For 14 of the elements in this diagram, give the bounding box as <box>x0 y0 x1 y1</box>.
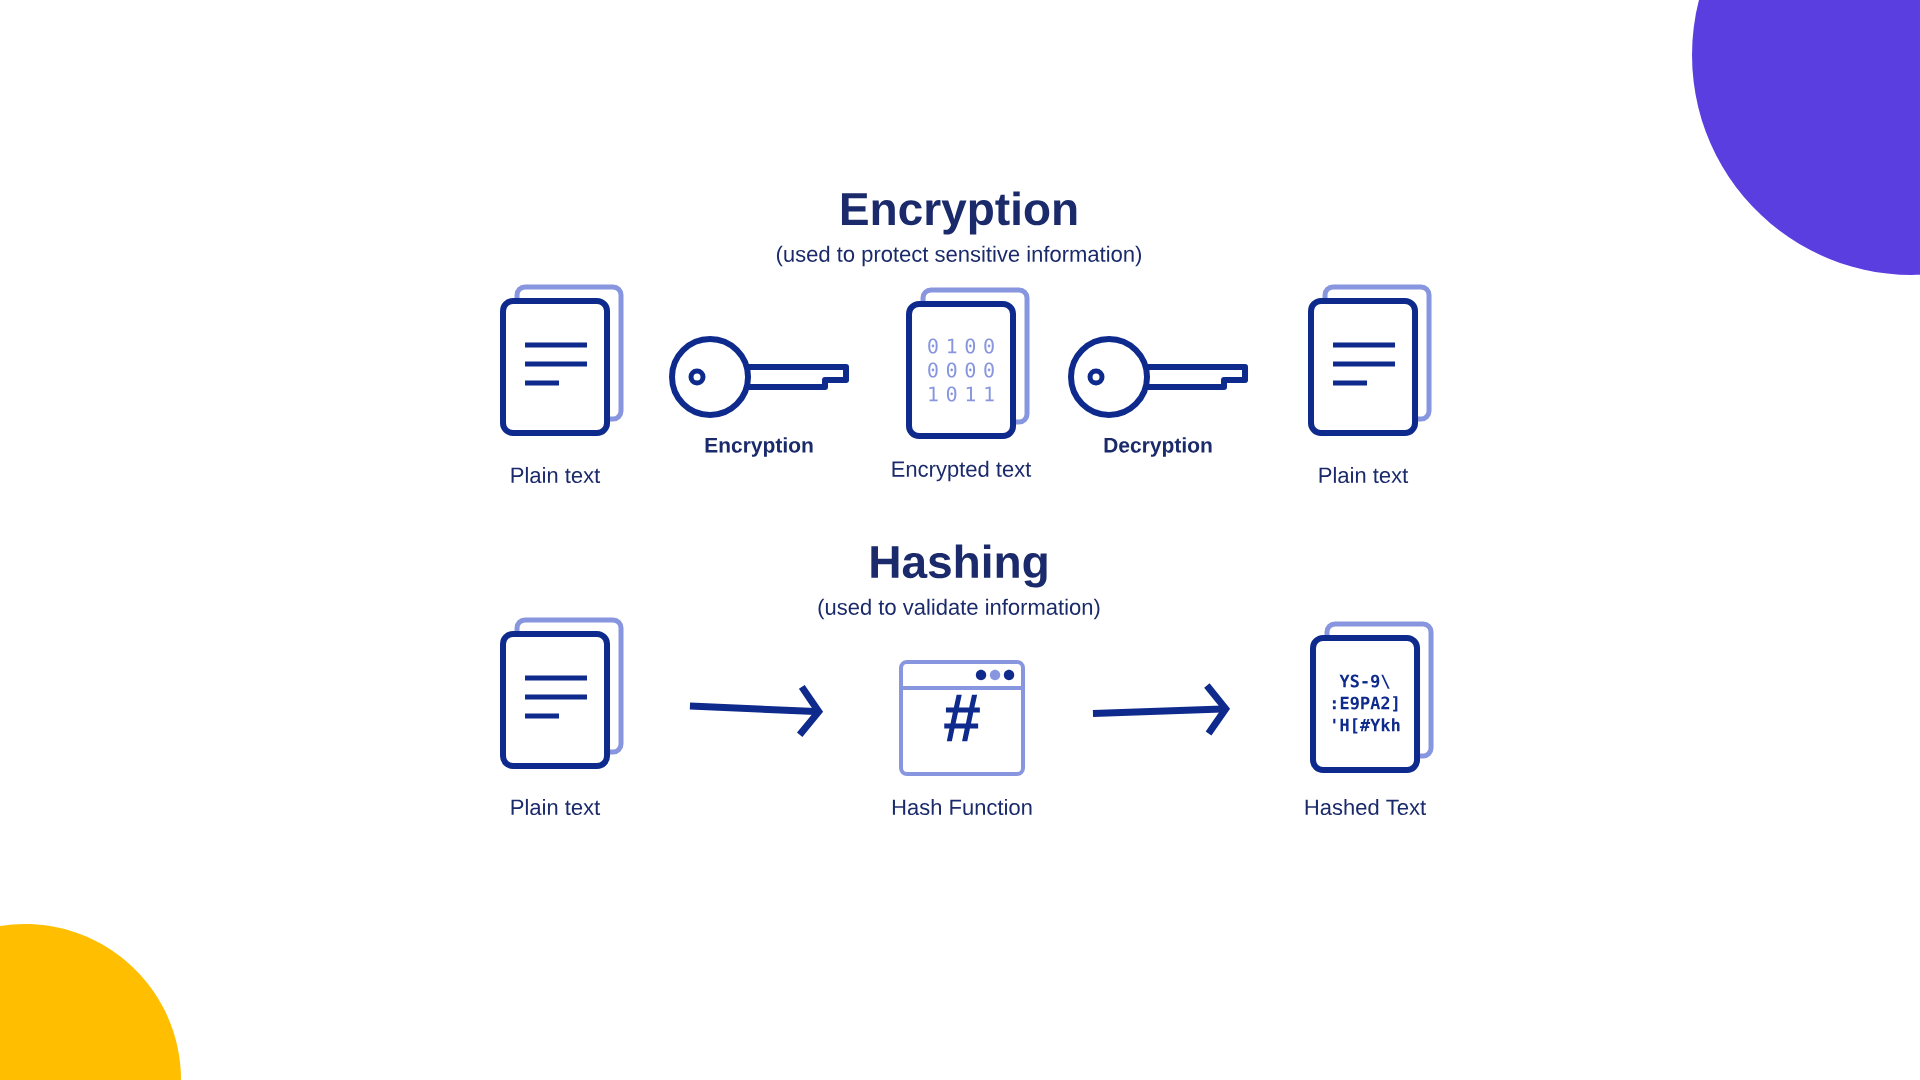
arrow <box>1092 683 1231 736</box>
subheading: (used to protect sensitive information) <box>776 245 1141 267</box>
node-label: Encryption <box>705 437 813 457</box>
node-label: Hashed Text <box>1305 798 1426 816</box>
arrow <box>689 684 824 738</box>
node-label: Plain text <box>511 466 601 484</box>
heading: Encryption <box>841 191 1077 235</box>
node-label: Encrypted text <box>892 460 1032 482</box>
node-label: Plain text <box>511 798 601 816</box>
node-label: Hash Function <box>892 798 1032 816</box>
heading: Hashing <box>871 544 1047 588</box>
subheading: (used to validate information) <box>818 598 1100 620</box>
node-label: Plain text <box>1319 466 1409 484</box>
node-label: Decryption <box>1104 437 1212 457</box>
